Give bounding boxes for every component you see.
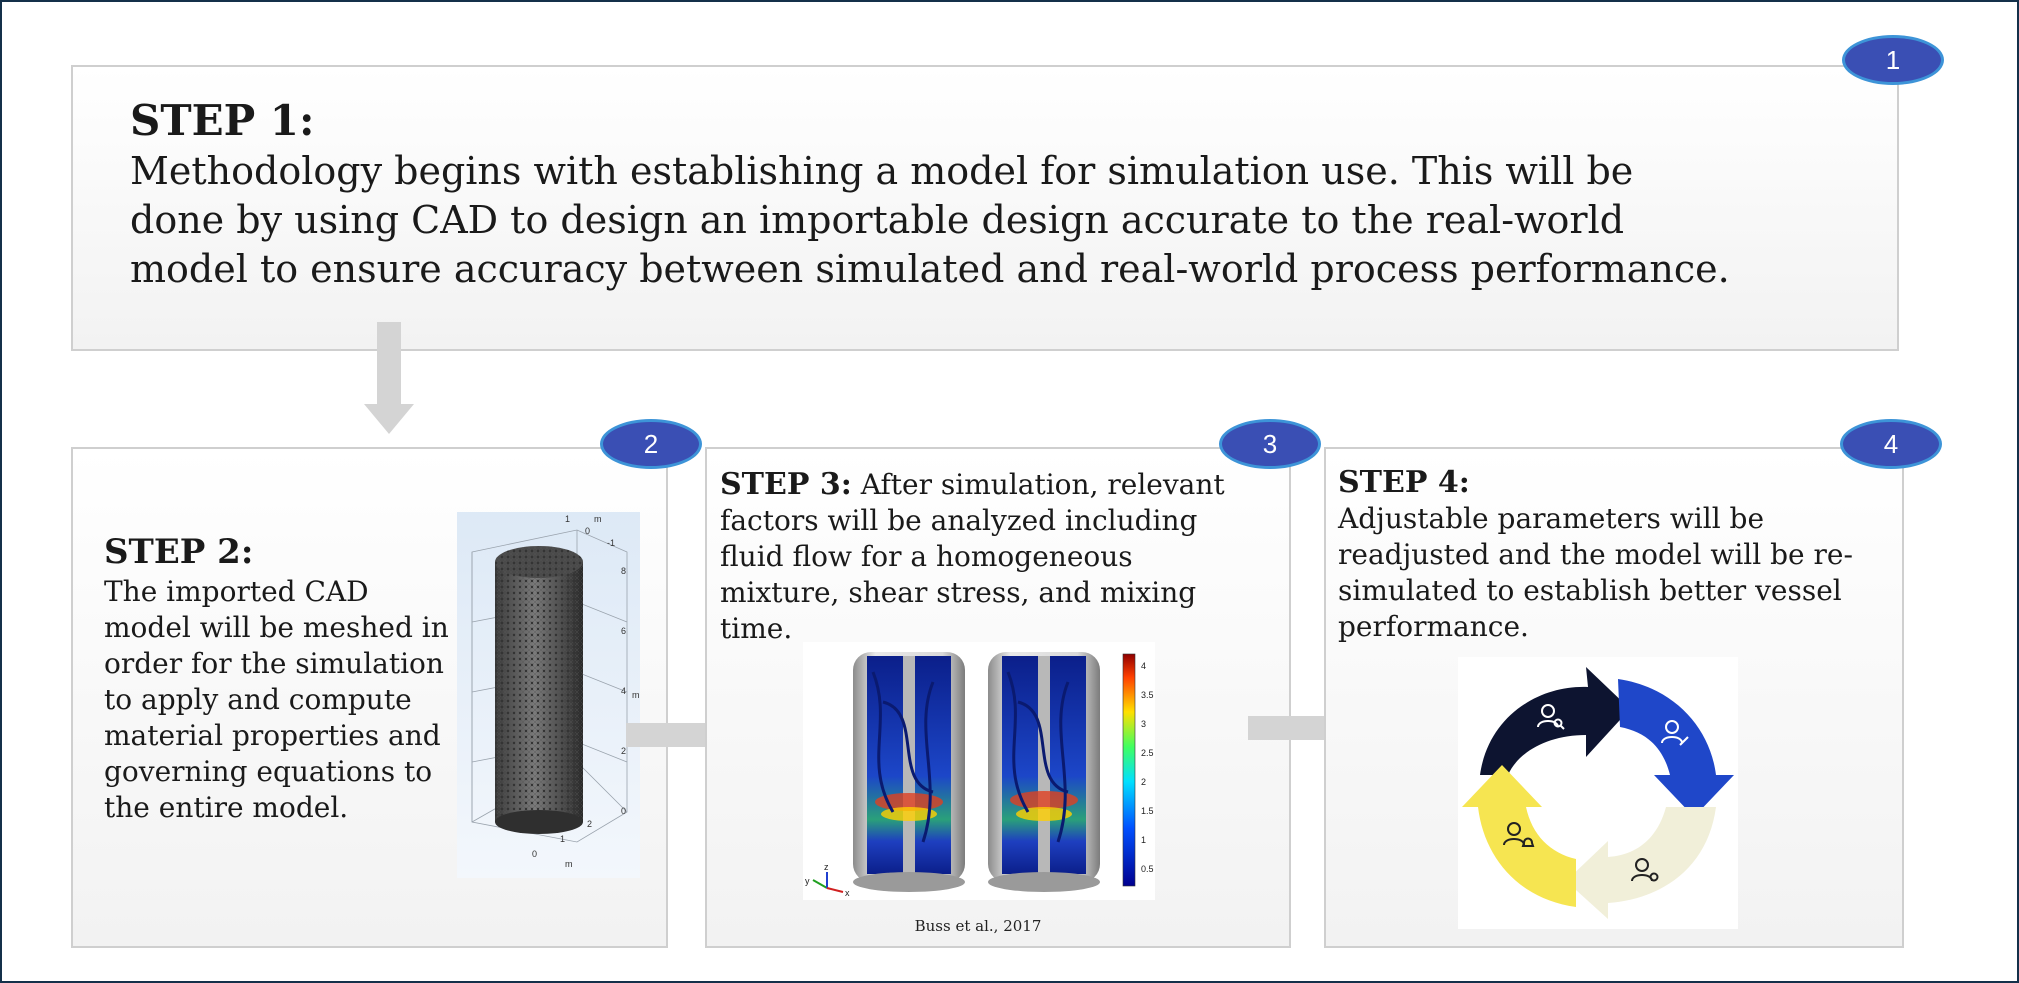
mesh-top-tick-neg1: -1 [607,538,615,548]
colorbar-tick-0-5: 0.5 [1141,864,1154,874]
mesh-z-unit: m [632,690,640,700]
down-arrow-icon [364,322,414,434]
colorbar-tick-4: 4 [1141,661,1146,671]
colorbar-tick-3-5: 3.5 [1141,690,1154,700]
mesh-top-tick-0: 0 [585,526,590,536]
step4-heading: STEP 4: [1338,465,1470,500]
step2-heading: STEP 2: [104,532,254,572]
mesh-z-tick-6: 6 [621,626,626,636]
step1-heading: STEP 1: [130,96,315,145]
step1-panel [71,65,1899,351]
cycle-segment-cream [1566,807,1716,919]
mesh-z-tick-0: 0 [621,806,626,816]
step2-badge: 2 [600,419,702,469]
step2-description: The imported CAD model will be meshed in… [104,575,449,824]
mesh-bottom-unit: m [565,859,573,869]
colorbar-tick-1-5: 1.5 [1141,806,1154,816]
step3-text-block: STEP 3: After simulation, relevant facto… [720,467,1260,647]
step1-badge: 1 [1842,35,1944,85]
step1-description: Methodology begins with establishing a m… [130,149,1730,291]
mesh-z-tick-8: 8 [621,566,626,576]
axis-triad-icon [812,872,844,893]
user-notification-icon [1503,822,1535,847]
mesh-z-tick-4: 4 [621,686,626,696]
mesh-cylinder-figure: 1 m 0 -1 8 6 4 m 2 0 0 1 2 m [457,512,640,878]
axis-x-label: x [845,888,850,898]
step3-badge: 3 [1219,419,1321,469]
step3-description: After simulation, relevant factors will … [720,468,1225,645]
colorbar-tick-3: 3 [1141,719,1146,729]
mesh-top-tick-1: 1 [565,514,570,524]
cycle-diagram [1458,657,1738,929]
cycle-segment-yellow [1462,765,1576,907]
cfd-simulation-figure: 4 3.5 3 2.5 2 1.5 1 0.5 y z x [803,642,1155,900]
mesh-top-unit: m [594,514,602,524]
step1-text-block: STEP 1: Methodology begins with establis… [130,96,1730,294]
step3-heading: STEP 3: [720,467,852,502]
mesh-bottom-tick-1: 1 [560,834,565,844]
user-edit-icon [1661,720,1689,746]
mesh-z-tick-2: 2 [621,746,626,756]
axis-z-label: z [824,862,829,872]
colorbar-tick-2: 2 [1141,777,1146,787]
user-settings-icon [1631,858,1659,882]
colorbar-tick-1: 1 [1141,835,1146,845]
axis-y-label: y [805,876,810,886]
mesh-bottom-tick-0: 0 [532,849,537,859]
cycle-segment-blue [1618,679,1734,817]
step2-text-block: STEP 2: The imported CAD model will be m… [104,530,464,826]
mesh-bottom-tick-2: 2 [587,819,592,829]
step4-badge: 4 [1840,419,1942,469]
user-search-icon [1537,704,1565,730]
colorbar-tick-2-5: 2.5 [1141,748,1154,758]
step4-text-block: STEP 4: Adjustable parameters will be re… [1338,465,1868,645]
step4-description: Adjustable parameters will be readjusted… [1338,502,1853,643]
cfd-caption: Buss et al., 2017 [914,917,1042,935]
